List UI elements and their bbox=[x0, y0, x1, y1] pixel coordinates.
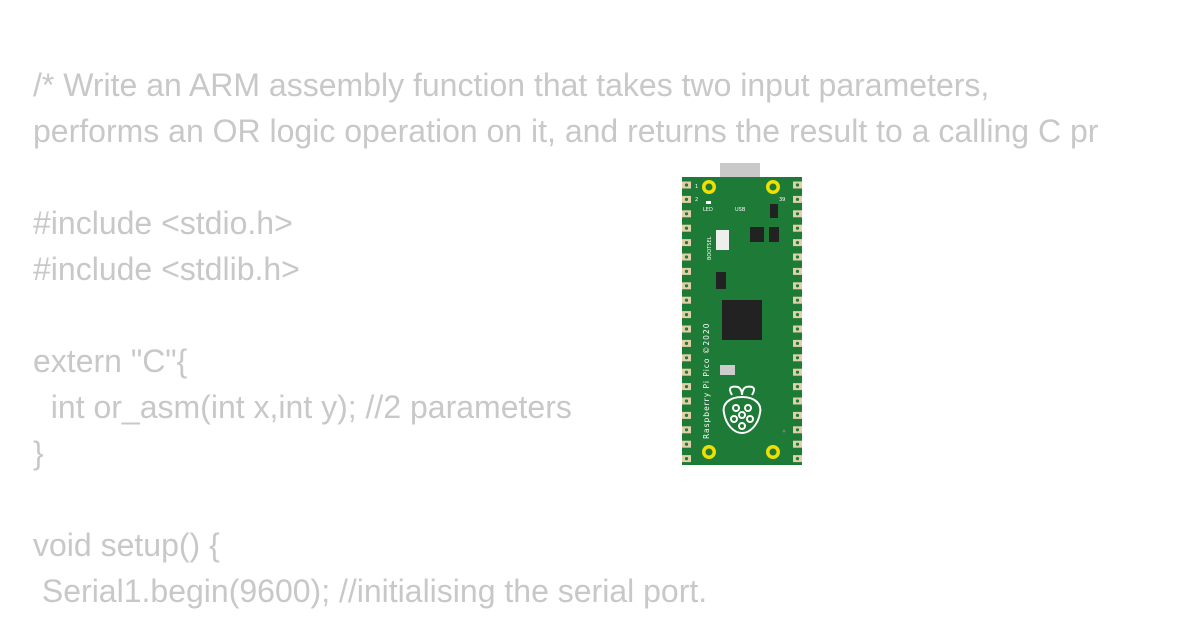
bootsel-label: BOOTSEL bbox=[707, 236, 713, 260]
pin-hole bbox=[795, 385, 800, 389]
code-line: } bbox=[33, 435, 44, 471]
pin-hole bbox=[684, 298, 689, 302]
pin39-label: 39 bbox=[779, 197, 785, 203]
pin-hole bbox=[795, 413, 800, 417]
usb-label: USB bbox=[735, 207, 746, 213]
pin-hole bbox=[795, 399, 800, 403]
led bbox=[706, 201, 711, 204]
led-label: LED bbox=[703, 207, 713, 213]
pin-hole bbox=[684, 226, 689, 230]
pin-hole bbox=[795, 197, 800, 201]
code-line: int or_asm(int x,int y); //2 parameters bbox=[33, 389, 572, 425]
pin-hole bbox=[684, 212, 689, 216]
pin-hole bbox=[684, 183, 689, 187]
code-line: performs an OR logic operation on it, an… bbox=[33, 113, 1099, 149]
pin-hole bbox=[795, 327, 800, 331]
pin-hole bbox=[795, 255, 800, 259]
code-line: extern "C"{ bbox=[33, 343, 188, 379]
pin-hole bbox=[684, 442, 689, 446]
pin-hole bbox=[795, 241, 800, 245]
pin-hole bbox=[684, 341, 689, 345]
pin-hole bbox=[684, 370, 689, 374]
pin-hole bbox=[795, 183, 800, 187]
raspberry-logo-icon bbox=[722, 385, 762, 435]
pin-hole bbox=[684, 356, 689, 360]
pin-hole bbox=[795, 370, 800, 374]
pin-hole bbox=[684, 399, 689, 403]
board-name-label: Raspberry Pi Pico ©2020 bbox=[702, 323, 711, 440]
code-line: #include <stdlib.h> bbox=[33, 251, 300, 287]
pin-hole bbox=[684, 313, 689, 317]
pin-hole bbox=[795, 313, 800, 317]
bootsel-button[interactable] bbox=[716, 230, 729, 250]
pin-hole bbox=[684, 327, 689, 331]
pin-hole bbox=[684, 269, 689, 273]
pin-hole bbox=[684, 428, 689, 432]
pin-hole bbox=[795, 269, 800, 273]
pin-hole bbox=[684, 385, 689, 389]
pin-hole bbox=[795, 284, 800, 288]
pin-hole bbox=[795, 457, 800, 461]
pin-hole bbox=[795, 356, 800, 360]
pin-headers bbox=[682, 181, 802, 463]
code-line: void setup() { bbox=[33, 527, 220, 563]
code-line: #include <stdio.h> bbox=[33, 205, 293, 241]
pin-hole bbox=[684, 284, 689, 288]
code-line: Serial1.begin(9600); //initialising the … bbox=[33, 573, 708, 609]
rp2040-chip bbox=[722, 300, 762, 340]
pin-hole bbox=[795, 341, 800, 345]
raspberry-pi-pico-board: LED USB 1 2 39 BOOTSEL Raspberry Pi Pico… bbox=[682, 163, 802, 465]
pin-hole bbox=[684, 413, 689, 417]
pin-hole bbox=[684, 255, 689, 259]
pin-hole bbox=[795, 428, 800, 432]
pin-hole bbox=[795, 212, 800, 216]
code-preview: /* Write an ARM assembly function that t… bbox=[33, 62, 1098, 614]
pin-hole bbox=[684, 241, 689, 245]
pin-hole bbox=[795, 442, 800, 446]
pin-hole bbox=[795, 298, 800, 302]
pin1-label: 1 bbox=[695, 184, 698, 190]
pin2-label: 2 bbox=[695, 197, 698, 203]
code-line: /* Write an ARM assembly function that t… bbox=[33, 67, 990, 103]
pin-hole bbox=[795, 226, 800, 230]
pin-hole bbox=[684, 197, 689, 201]
pin-hole bbox=[684, 457, 689, 461]
